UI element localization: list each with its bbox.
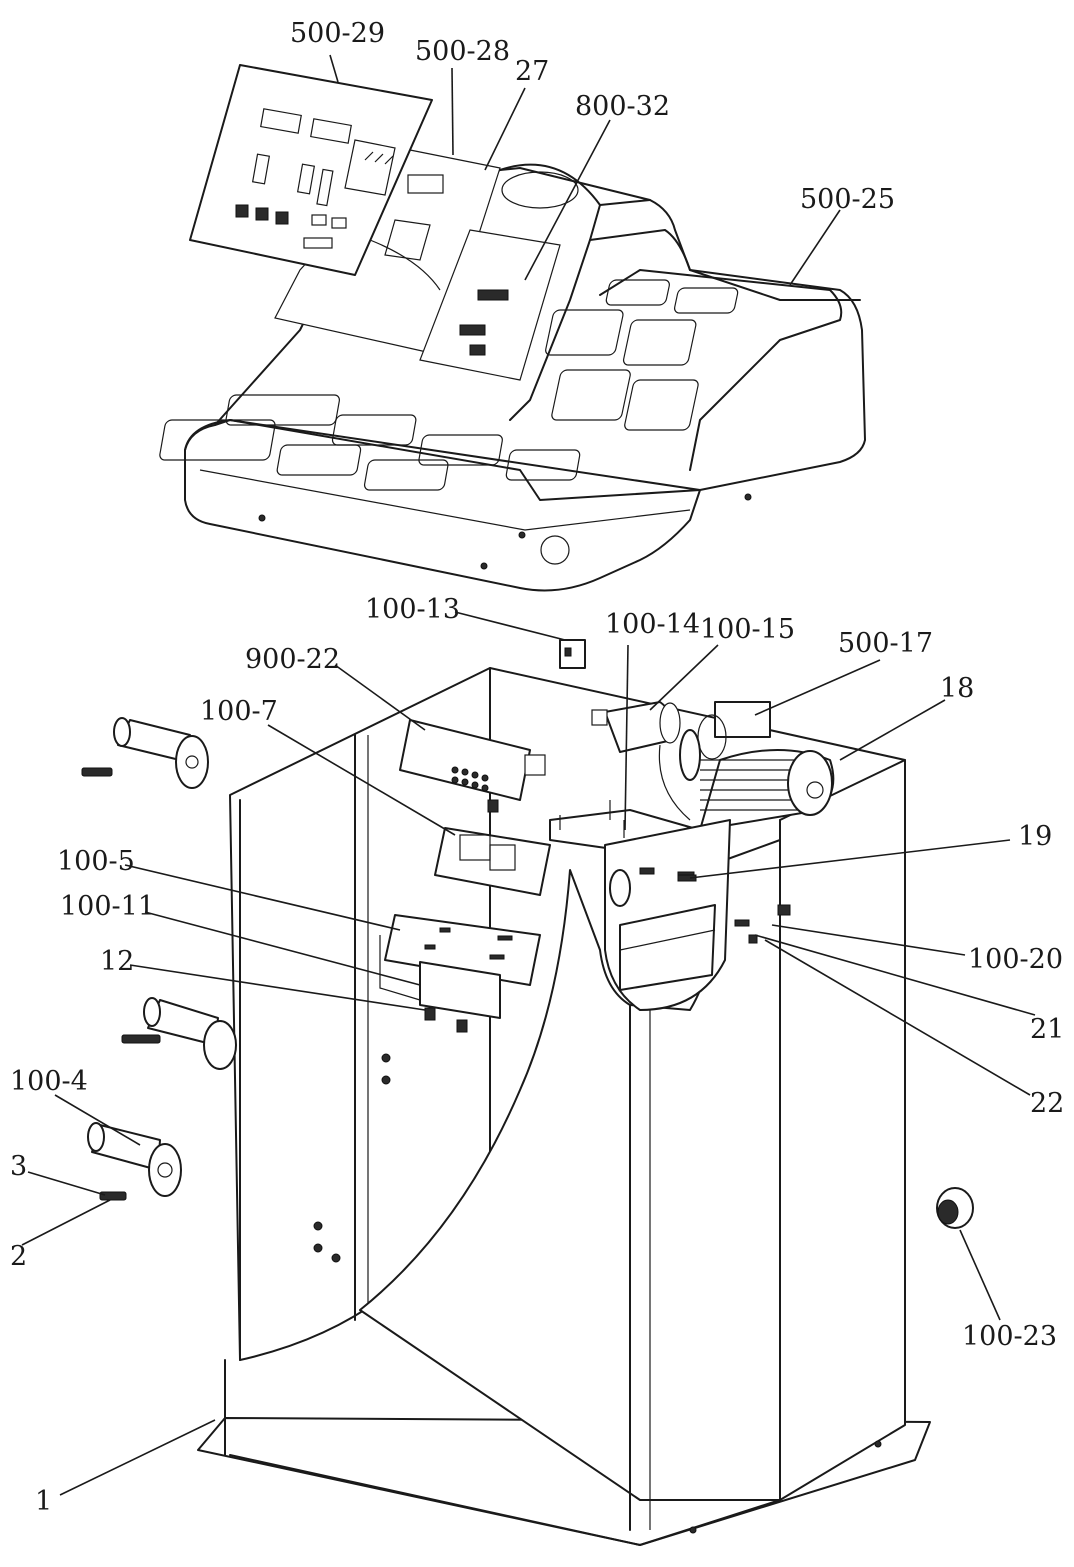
label-2: 2 (10, 1241, 27, 1272)
relay-board (434, 827, 551, 896)
mounting-block-100-11 (379, 935, 501, 1019)
main-board-100-5 (384, 914, 541, 986)
leader-lines (21, 54, 1036, 1496)
label-12: 12 (100, 946, 134, 977)
label-100-13: 100-13 (365, 594, 460, 625)
label-100-20: 100-20 (968, 944, 1063, 975)
side-shaft-middle (121, 997, 237, 1070)
label-500-25: 500-25 (800, 184, 895, 215)
label-500-28: 500-28 (415, 36, 510, 67)
motor-assembly (549, 701, 835, 1011)
power-board (399, 719, 546, 813)
label-19: 19 (1018, 821, 1052, 852)
internal-circuit-board (419, 229, 561, 381)
label-100-4: 100-4 (10, 1066, 88, 1097)
label-500-29: 500-29 (290, 18, 385, 49)
label-27: 27 (515, 56, 549, 87)
label-21: 21 (1030, 1014, 1064, 1045)
upper-console-housing (159, 163, 866, 592)
label-500-17: 500-17 (838, 628, 933, 659)
side-shaft-upper (81, 717, 209, 789)
label-100-23: 100-23 (962, 1321, 1057, 1352)
bolts-and-screws (424, 874, 791, 1033)
part-labels: 500-29 500-28 27 800-32 500-25 100-13 10… (10, 18, 1064, 1517)
label-100-14: 100-14 (605, 609, 700, 640)
label-1: 1 (35, 1486, 52, 1517)
cable-gland-100-23 (936, 1187, 974, 1229)
label-100-11: 100-11 (60, 891, 155, 922)
cabinet-body (197, 667, 931, 1546)
front-control-panel (189, 64, 433, 276)
label-900-22: 900-22 (245, 644, 340, 675)
label-3: 3 (10, 1151, 27, 1182)
relay-100-13 (559, 639, 586, 669)
label-18: 18 (940, 673, 974, 704)
label-100-7: 100-7 (200, 696, 278, 727)
label-22: 22 (1030, 1088, 1064, 1119)
label-800-32: 800-32 (575, 91, 670, 122)
label-100-5: 100-5 (57, 846, 135, 877)
side-shaft-lower-100-4 (87, 1122, 182, 1201)
label-100-15: 100-15 (700, 614, 795, 645)
